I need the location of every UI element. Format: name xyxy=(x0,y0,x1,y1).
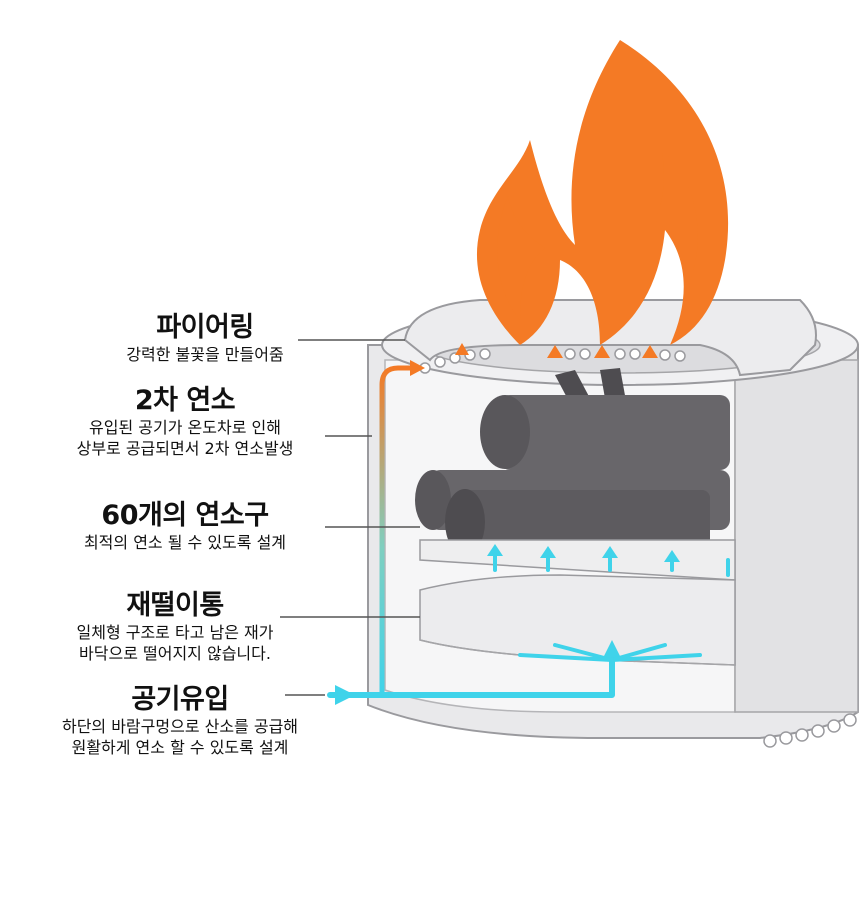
label-burn-holes: 60개의 연소구 최적의 연소 될 수 있도록 설계 xyxy=(40,500,330,553)
label-title: 공기유입 xyxy=(131,684,229,715)
label-desc: 하단의 바람구멍으로 산소를 공급해 xyxy=(61,717,299,736)
label-desc: 바닥으로 떨어지지 않습니다. xyxy=(79,644,271,663)
label-desc: 최적의 연소 될 수 있도록 설계 xyxy=(83,533,287,552)
leader-lines xyxy=(280,339,420,696)
label-title: 파이어링 xyxy=(156,312,254,343)
secondary-burn-holes xyxy=(419,348,686,374)
label-desc: 강력한 불꽃을 만들어줌 xyxy=(126,345,284,364)
label-desc: 일체형 구조로 타고 남은 재가 xyxy=(76,623,274,642)
label-desc: 유입된 공기가 온도차로 인해 xyxy=(89,418,281,437)
wood-logs xyxy=(415,368,730,555)
label-ash-tray: 재떨이통 일체형 구조로 타고 남은 재가 바닥으로 떨어지지 않습니다. xyxy=(40,590,310,664)
label-title: 재떨이통 xyxy=(126,590,224,621)
label-fire-ring: 파이어링 강력한 불꽃을 만들어줌 xyxy=(100,312,310,365)
outer-vent-holes xyxy=(763,713,857,748)
airflow-arrows xyxy=(327,343,730,705)
label-title: 60개의 연소구 xyxy=(101,500,269,531)
label-desc: 원활하게 연소 할 수 있도록 설계 xyxy=(71,738,289,757)
label-desc: 상부로 공급되면서 2차 연소발생 xyxy=(76,439,294,458)
label-secondary-burn: 2차 연소 유입된 공기가 온도차로 인해 상부로 공급되면서 2차 연소발생 xyxy=(30,385,340,459)
label-title: 2차 연소 xyxy=(134,385,236,416)
label-air-intake: 공기유입 하단의 바람구멍으로 산소를 공급해 원활하게 연소 할 수 있도록 … xyxy=(20,684,340,758)
flame xyxy=(476,40,729,345)
